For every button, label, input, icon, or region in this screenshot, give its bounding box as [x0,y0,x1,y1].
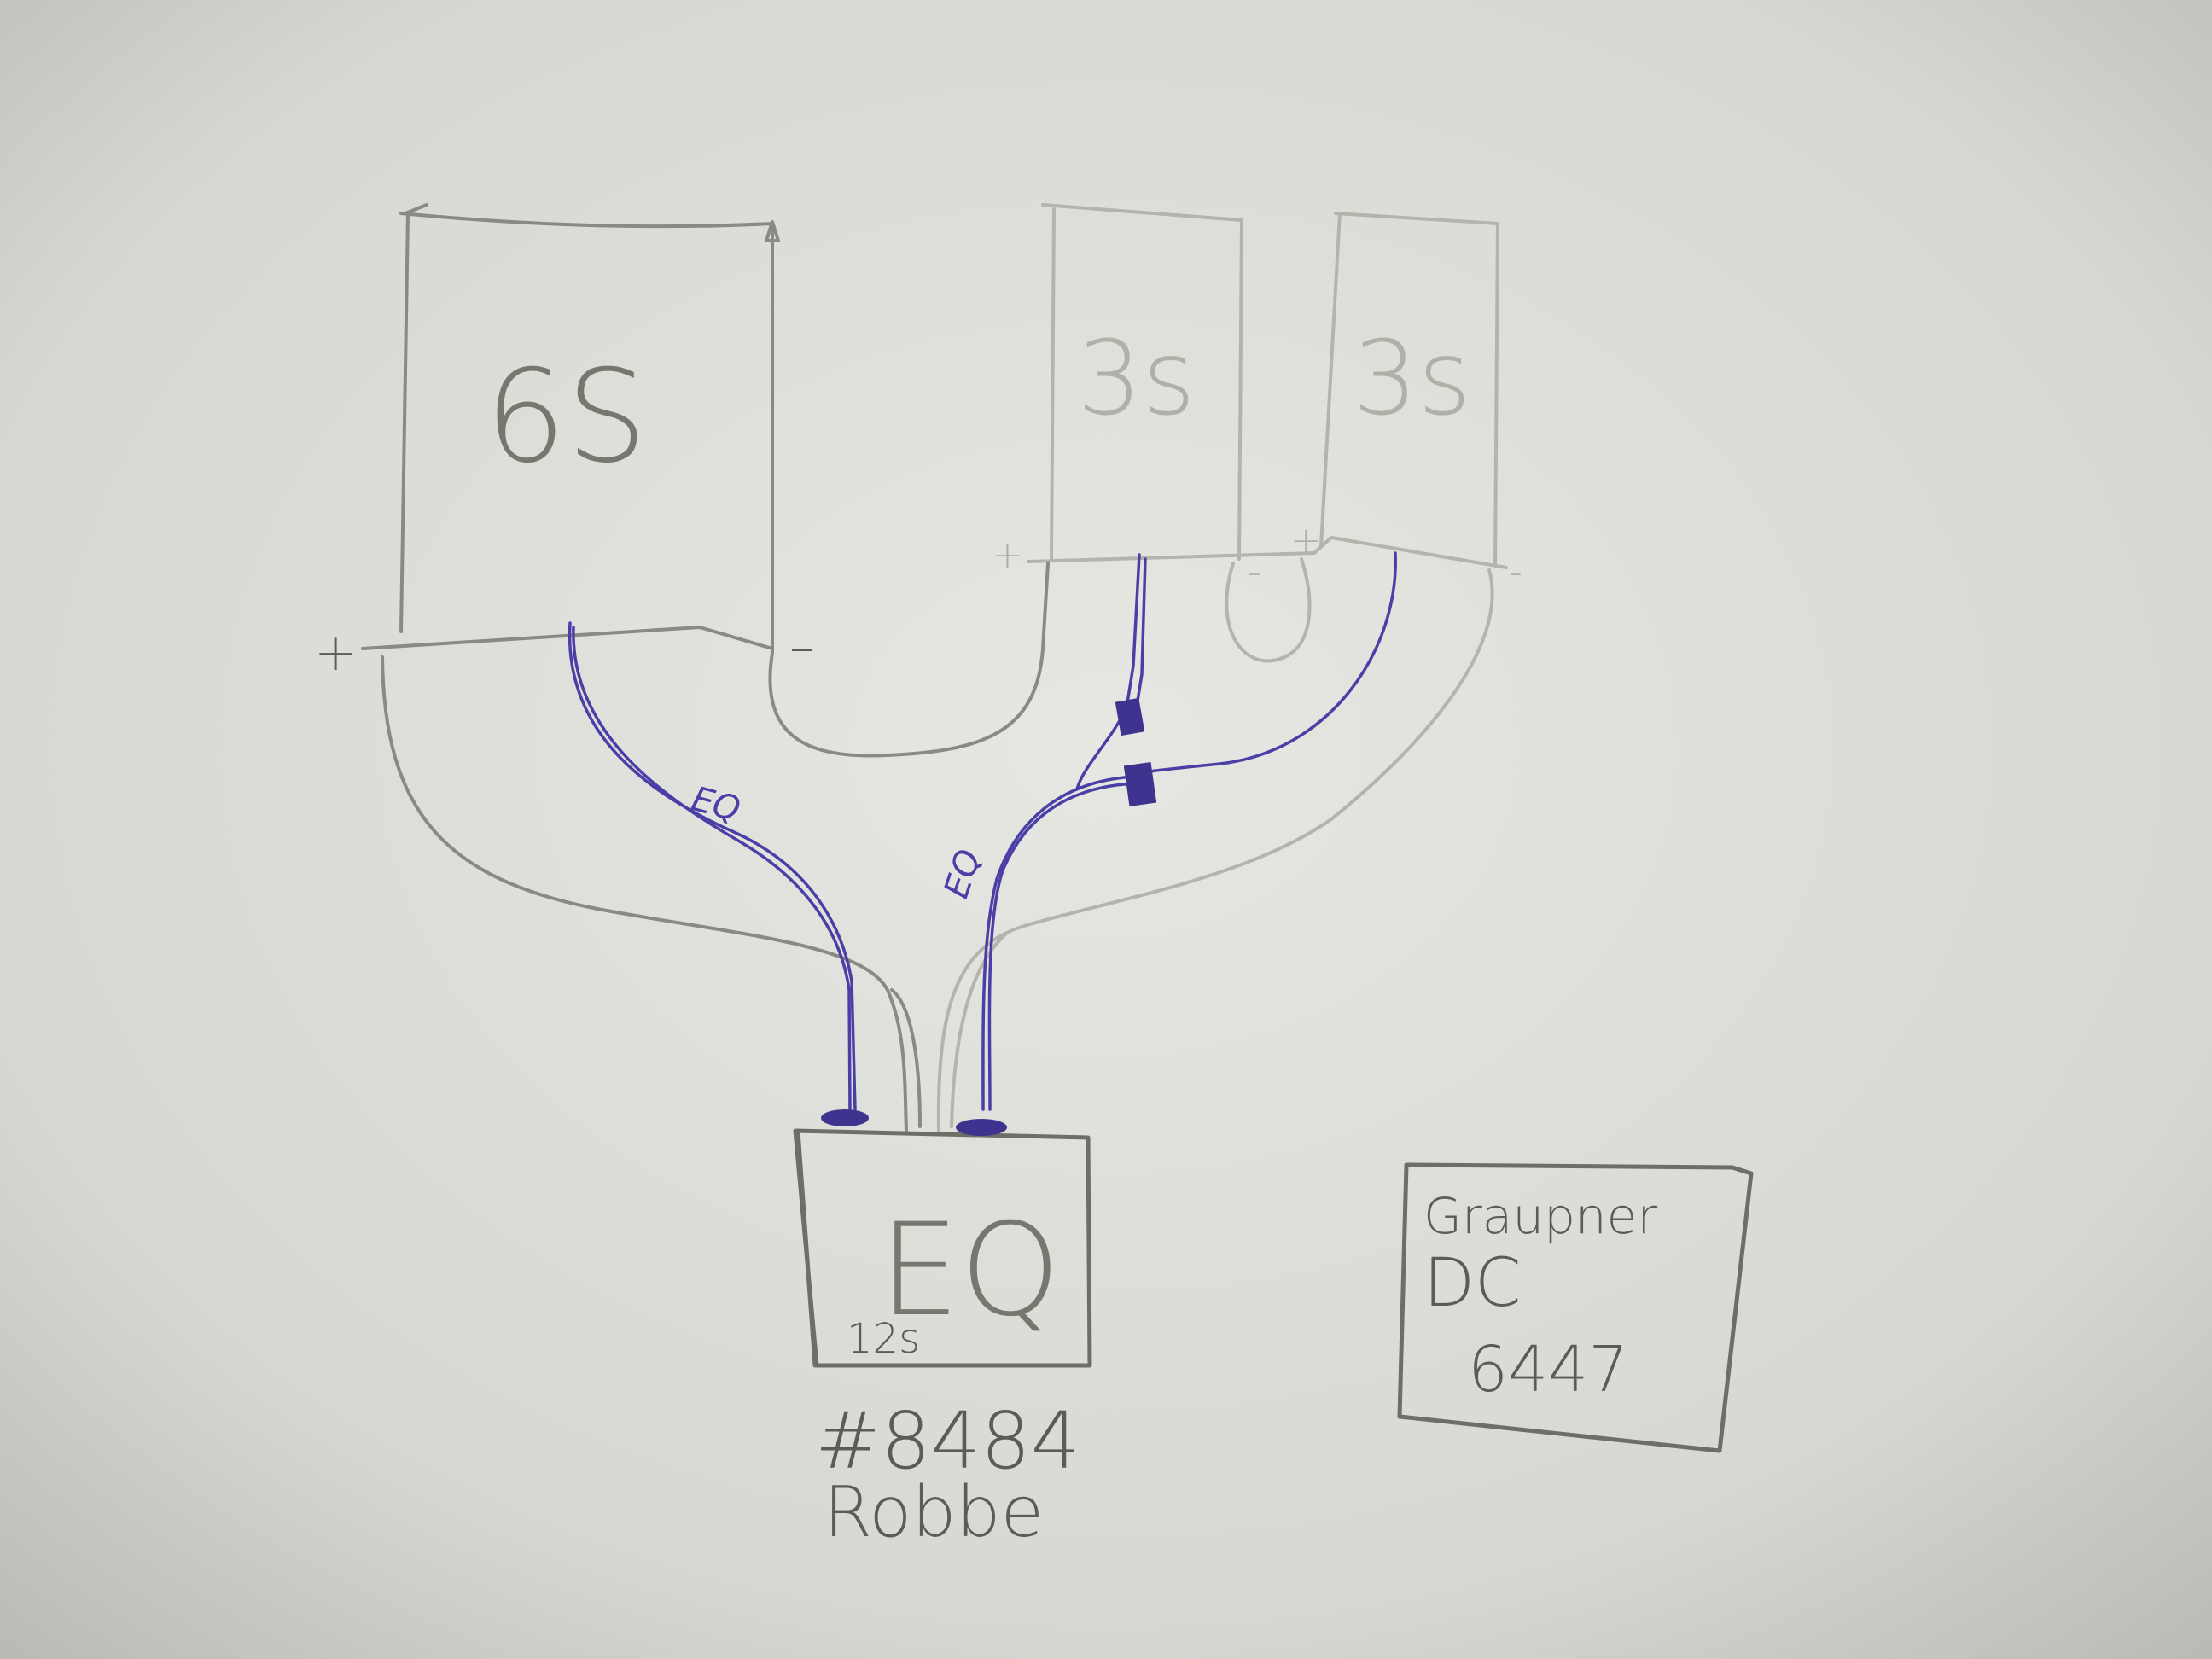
equalizer-part-number: #8484 [815,1395,1080,1487]
main-cable-right [936,568,1494,1132]
battery-6s: 6S + – [314,203,815,683]
connector-3s-a [1115,697,1145,736]
battery-3s-b: 3s + - [1290,212,1522,594]
main-cable-left [381,655,908,1132]
battery-3s-a: 3s + - [992,203,1261,594]
connector-3s-b [1123,762,1157,806]
main-cable-right-inner [950,933,1007,1128]
balancer-lead-6s-b [572,626,852,1111]
battery-6s-minus: – [789,617,815,677]
balancer-lead-3s-join [987,782,1141,1111]
charger-brand: Graupner [1423,1187,1657,1245]
series-cable-6s-3s [768,562,1050,758]
equalizer-brand: Robbe [824,1472,1044,1553]
charger-box: Graupner DC 6447 [1397,1162,1754,1453]
battery-6s-plus: + [314,623,357,683]
battery-3s-b-label: 3s [1353,320,1471,439]
battery-6s-bottom-line [361,626,774,650]
battery-3s-a-minus: - [1248,550,1261,594]
balancer-lead-6s [568,621,857,1111]
battery-3s-b-minus: - [1509,550,1522,594]
balancer-port-left [821,1109,869,1126]
equalizer-label: EQ [879,1196,1061,1345]
battery-3s-a-label: 3s [1077,320,1196,439]
equalizer-box: EQ 12s [793,1109,1092,1368]
charger-model-prefix: DC [1423,1245,1522,1322]
main-cable-left-inner [890,988,922,1128]
series-link-3s [1225,557,1312,663]
equalizer-cells: 12s [847,1315,920,1363]
balancer-port-right [956,1119,1007,1136]
battery-3s-bottom-line [1027,536,1508,569]
battery-3s-a-plus: + [992,533,1023,577]
balancer-lead-3s-join-b [981,775,1137,1111]
battery-6s-label: 6S [485,343,648,492]
charger-model-number: 6447 [1468,1333,1628,1406]
battery-3s-b-plus: + [1290,519,1322,562]
